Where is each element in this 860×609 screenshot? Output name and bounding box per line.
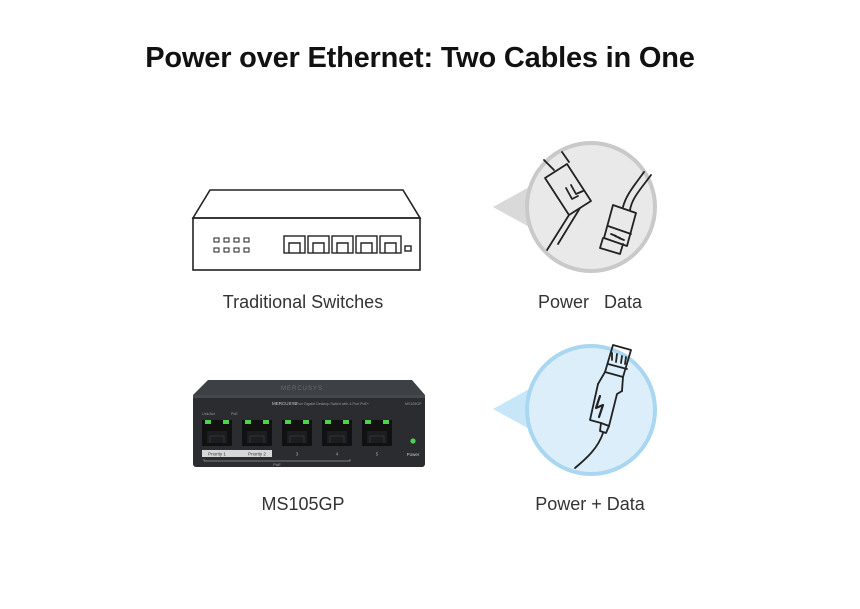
device-model-text: MS105GP [405,402,422,406]
ms105gp-label: MS105GP [261,494,345,514]
ethernet-cable-icon [599,171,652,255]
switch-icon [191,189,422,271]
power-led-label: Power [407,452,420,457]
poe-cable-icon [574,344,632,469]
power-data-label: Power Data [537,292,643,312]
poe-switch-icon: MERCUSYS MERCUSYS 5-Port Gigabit Desktop… [193,380,425,467]
link-act-label: Link/Act [202,412,215,416]
port-label-3: 3 [296,452,299,457]
page-title: Power over Ethernet: Two Cables in One [145,42,695,74]
port-label-1: Priority 1 [208,452,226,457]
poe-ports [202,420,392,446]
bottom-callout-bubble [493,344,657,476]
poe-label: PoE [231,412,238,416]
port-label-2: Priority 2 [248,452,266,457]
port-label-5: 5 [376,452,379,457]
device-description: 5-Port Gigabit Desktop Switch with 4-Por… [293,402,369,406]
device-brand: MERCUSYS [272,401,298,406]
port-label-4: 4 [336,452,339,457]
power-plug-icon [543,151,592,251]
device-top-brand: MERCUSYS [281,386,323,392]
traditional-switches-label: Traditional Switches [222,292,384,312]
power-plus-data-label: Power + Data [535,494,645,514]
poe-bracket-label: PoE [273,462,281,467]
